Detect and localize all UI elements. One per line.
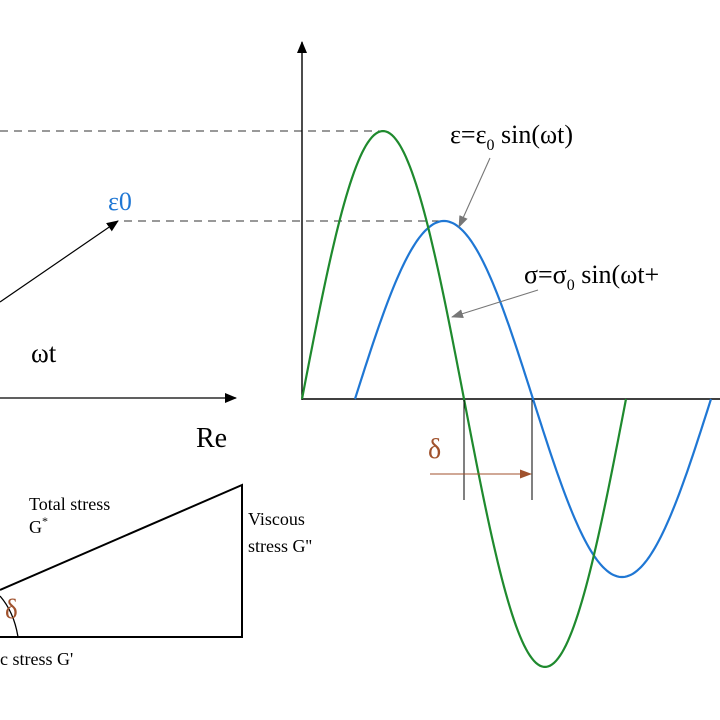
- delta-angle-arc: [0, 595, 19, 638]
- total-stress-label: Total stress: [29, 494, 110, 514]
- stress-equation: σ=σ0 sin(ωt+: [524, 260, 659, 294]
- omega-t-label: ωt: [31, 338, 57, 368]
- wave-plot: ε=ε0 sin(ωt) σ=σ0 sin(ωt+ δ: [297, 41, 720, 668]
- triangle-outline: [0, 483, 243, 638]
- phasor-diagram: Re ωt ε0: [0, 187, 237, 454]
- viscous-stress-label: Viscous: [248, 509, 305, 529]
- viscous-stress-symbol: stress G'': [248, 536, 312, 556]
- elastic-stress-label: c stress G': [0, 649, 73, 669]
- strain-wave: [353, 219, 713, 579]
- stress-triangle: δ Total stress G* Viscous stress G'' c s…: [0, 483, 312, 669]
- strain-equation: ε=ε0 sin(ωt): [450, 120, 573, 154]
- wave-delta-label: δ: [428, 434, 441, 465]
- total-stress-symbol: G*: [29, 514, 48, 537]
- triangle-delta-label: δ: [5, 594, 18, 624]
- stress-pointer-arrow: [451, 289, 539, 318]
- strain-phasor-arrow: [0, 220, 119, 303]
- stress-wave: [300, 130, 628, 668]
- strain-pointer-arrow: [458, 157, 491, 228]
- epsilon0-label: ε0: [108, 187, 132, 216]
- re-label: Re: [196, 423, 227, 454]
